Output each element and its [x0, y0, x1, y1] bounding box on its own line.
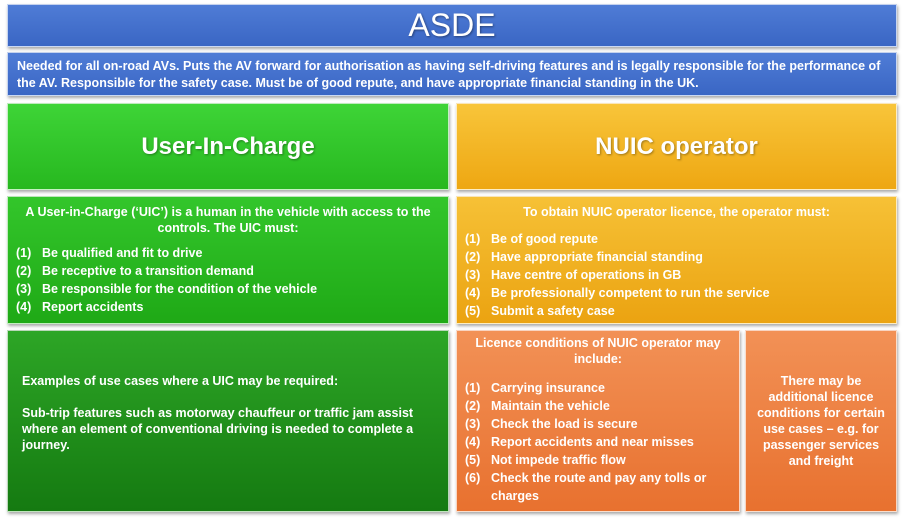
- list-item-number: (3): [465, 417, 481, 431]
- list-item-number: (6): [465, 471, 481, 485]
- list-item: (2) Maintain the vehicle: [465, 397, 731, 415]
- list-item: (4) Report accidents and near misses: [465, 433, 731, 451]
- list-item-number: (1): [465, 381, 481, 395]
- list-item-number: (4): [465, 435, 481, 449]
- list-item: (6) Check the route and pay any tolls or …: [465, 469, 731, 505]
- list-item-number: (2): [465, 399, 481, 413]
- list-item-text: Check the route and pay any tolls or cha…: [491, 471, 707, 503]
- list-item-number: (4): [16, 300, 32, 314]
- list-item-number: (2): [16, 264, 32, 278]
- nuic-heading: NUIC operator: [595, 132, 758, 160]
- list-item-number: (1): [465, 232, 481, 246]
- list-item-number: (3): [465, 268, 481, 282]
- uic-intro: A User-in-Charge (‘UIC’) is a human in t…: [25, 205, 431, 235]
- list-item-number: (2): [465, 250, 481, 264]
- uic-examples-box: Examples of use cases where a UIC may be…: [7, 330, 449, 512]
- additional-conditions-text: There may be additional licence conditio…: [757, 374, 885, 468]
- list-item: (3) Have centre of operations in GB: [465, 266, 888, 284]
- list-item: (4) Be professionally competent to run th…: [465, 284, 888, 302]
- nuic-heading-box: NUIC operator: [456, 103, 897, 190]
- list-item: (2) Be receptive to a transition demand: [16, 262, 440, 280]
- asde-description-text: Needed for all on-road AVs. Puts the AV …: [17, 59, 881, 90]
- list-item: (5) Not impede traffic flow: [465, 451, 731, 469]
- list-item-text: Be professionally competent to run the s…: [491, 286, 770, 300]
- list-item: (1) Be qualified and fit to drive: [16, 244, 440, 262]
- list-item-text: Report accidents and near misses: [491, 435, 694, 449]
- list-item: (5) Submit a safety case: [465, 302, 888, 320]
- nuic-requirements-box: To obtain NUIC operator licence, the ope…: [456, 196, 897, 324]
- licence-conditions-box: Licence conditions of NUIC operator may …: [456, 330, 740, 512]
- uic-heading: User-In-Charge: [141, 132, 315, 160]
- asde-description: Needed for all on-road AVs. Puts the AV …: [7, 52, 897, 96]
- list-item-text: Be of good repute: [491, 232, 598, 246]
- list-item-text: Have appropriate financial standing: [491, 250, 703, 264]
- uic-heading-box: User-In-Charge: [7, 103, 449, 190]
- list-item: (4) Report accidents: [16, 298, 440, 316]
- list-item-number: (5): [465, 304, 481, 318]
- list-item-text: Be qualified and fit to drive: [42, 246, 203, 260]
- list-item-number: (1): [16, 246, 32, 260]
- list-item: (2) Have appropriate financial standing: [465, 248, 888, 266]
- list-item-text: Carrying insurance: [491, 381, 605, 395]
- additional-conditions-box: There may be additional licence conditio…: [745, 330, 897, 512]
- licence-intro: Licence conditions of NUIC operator may …: [475, 336, 721, 366]
- uic-examples-text: Sub-trip features such as motorway chauf…: [22, 406, 414, 452]
- list-item-text: Be responsible for the condition of the …: [42, 282, 318, 296]
- nuic-intro: To obtain NUIC operator licence, the ope…: [523, 205, 830, 219]
- list-item: (3) Be responsible for the condition of t…: [16, 280, 440, 298]
- list-item-number: (5): [465, 453, 481, 467]
- list-item-number: (4): [465, 286, 481, 300]
- uic-requirements-list: (1) Be qualified and fit to drive (2) Be re…: [16, 244, 440, 316]
- list-item-number: (3): [16, 282, 32, 296]
- list-item-text: Submit a safety case: [491, 304, 615, 318]
- list-item-text: Be receptive to a transition demand: [42, 264, 254, 278]
- list-item-text: Report accidents: [42, 300, 144, 314]
- list-item-text: Maintain the vehicle: [491, 399, 610, 413]
- title-banner: ASDE: [7, 4, 897, 47]
- page-title: ASDE: [408, 7, 496, 43]
- list-item: (3) Check the load is secure: [465, 415, 731, 433]
- uic-examples-heading: Examples of use cases where a UIC may be…: [22, 374, 339, 388]
- list-item-text: Check the load is secure: [491, 417, 638, 431]
- licence-conditions-list: (1) Carrying insurance (2) Maintain the veh…: [465, 379, 731, 505]
- list-item: (1) Be of good repute: [465, 230, 888, 248]
- uic-requirements-box: A User-in-Charge (‘UIC’) is a human in t…: [7, 196, 449, 324]
- list-item-text: Not impede traffic flow: [491, 453, 626, 467]
- list-item: (1) Carrying insurance: [465, 379, 731, 397]
- list-item-text: Have centre of operations in GB: [491, 268, 682, 282]
- nuic-requirements-list: (1) Be of good repute (2) Have appropriate …: [465, 230, 888, 320]
